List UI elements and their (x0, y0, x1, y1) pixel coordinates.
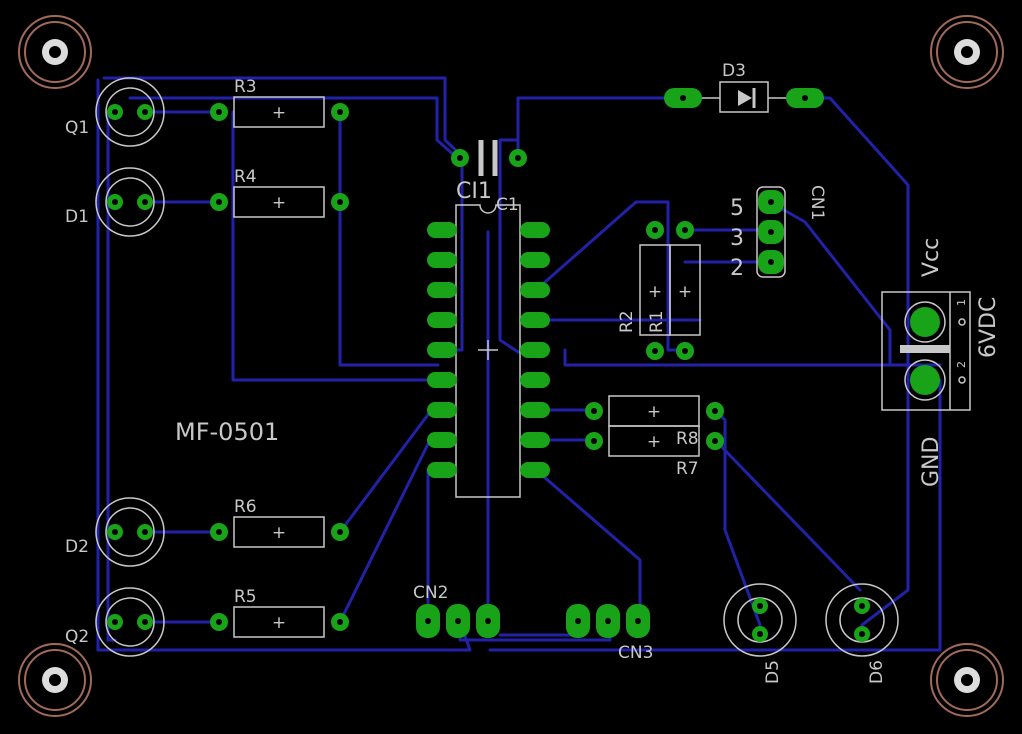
ci1-body (478, 140, 498, 176)
label-gnd: GND (919, 437, 944, 487)
d1-outline (95, 167, 165, 237)
terminal-pin2-label: 2 (955, 361, 968, 368)
r7-outline (608, 425, 700, 457)
d5-outline (723, 583, 797, 657)
label-d3: D3 (722, 61, 746, 81)
r8-mark: + (647, 402, 661, 422)
label-r5: R5 (234, 587, 257, 607)
label-r4: R4 (234, 167, 257, 187)
mount-hole-bottom-left (18, 643, 92, 717)
label-6vdc: 6VDC (976, 297, 1001, 358)
r4-mark: + (272, 193, 286, 213)
r5-outline (233, 606, 325, 638)
label-d2: D2 (65, 537, 89, 557)
r2-mark: + (648, 282, 662, 302)
label-vcc: Vcc (919, 238, 944, 277)
resistor-marks: + + + + + + + + (272, 103, 692, 633)
label-q1: Q1 (65, 118, 89, 138)
label-r3: R3 (234, 77, 257, 97)
label-r8: R8 (676, 429, 699, 449)
r5-mark: + (272, 613, 286, 633)
label-r1: R1 (647, 310, 667, 333)
power-terminal-outline (881, 291, 971, 411)
r7-mark: + (647, 432, 661, 452)
label-d5: D5 (763, 660, 783, 684)
mount-hole-top-right (930, 15, 1004, 89)
q1-outline (95, 77, 165, 147)
label-cn2: CN2 (413, 583, 448, 603)
mount-hole-top-left (18, 15, 92, 89)
r6-outline (233, 516, 325, 548)
terminal-pin1-label: 1 (955, 299, 968, 306)
r1-mark: + (678, 282, 692, 302)
r4-outline (233, 186, 325, 218)
d2-outline (95, 497, 165, 567)
label-cn1: CN1 (807, 185, 827, 220)
r3-outline (233, 96, 325, 128)
cn1-outline (756, 186, 786, 278)
label-r2: R2 (617, 310, 637, 333)
mount-hole-bottom-right (930, 643, 1004, 717)
r3-mark: + (272, 103, 286, 123)
cn1-pin5-label: 5 (730, 196, 744, 221)
cn1-pin3-label: 3 (730, 226, 744, 251)
label-d1: D1 (65, 207, 89, 227)
label-d6: D6 (867, 660, 887, 684)
label-cn3: CN3 (618, 643, 653, 663)
cn1-pin2-label: 2 (730, 256, 744, 281)
label-ci1: CI1 (456, 179, 492, 204)
label-r6: R6 (234, 497, 257, 517)
label-q2: Q2 (65, 627, 89, 647)
r1-outline (669, 244, 701, 336)
ic-outline (455, 204, 521, 498)
pad-holes (112, 95, 865, 637)
r6-mark: + (272, 523, 286, 543)
d3-body (700, 81, 790, 113)
label-r7: R7 (676, 459, 699, 479)
board-title: MF-0501 (175, 418, 279, 446)
q2-outline (95, 587, 165, 657)
d6-outline (825, 583, 899, 657)
label-c1: C1 (496, 195, 519, 215)
